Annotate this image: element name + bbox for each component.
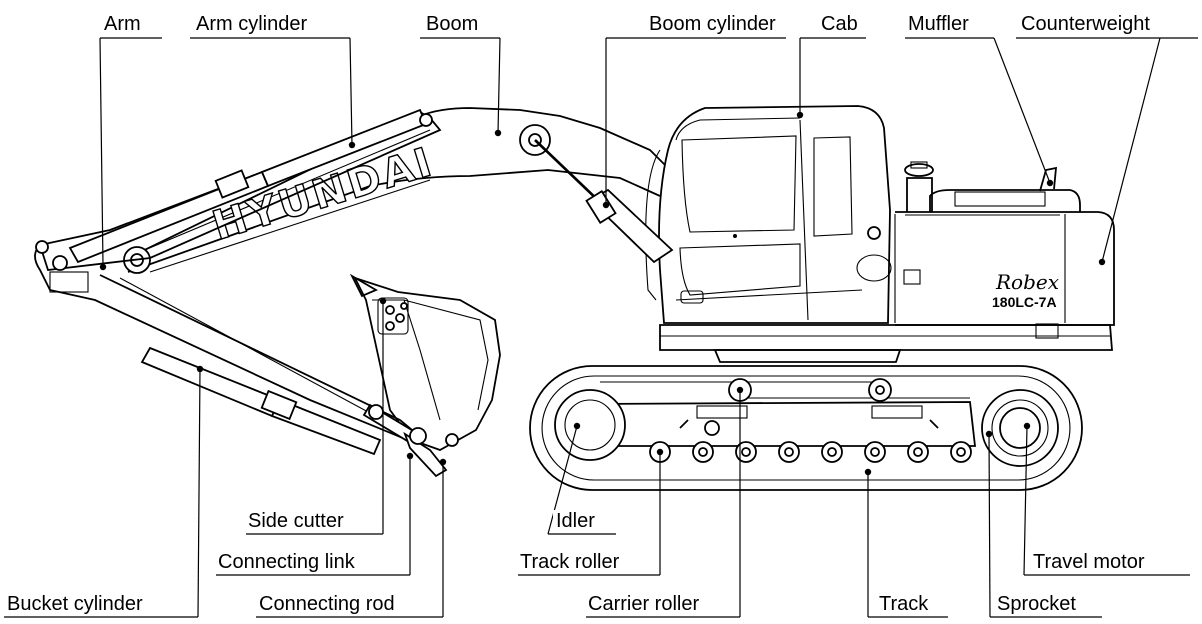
label-boom: Boom [423, 13, 482, 35]
label-arm-cylinder: Arm cylinder [193, 13, 311, 35]
cab [645, 105, 891, 324]
label-sprocket: Sprocket [994, 593, 1079, 615]
connecting-rod [403, 427, 459, 478]
label-boom-cylinder: Boom cylinder [646, 13, 779, 35]
leader-lines [4, 37, 1198, 618]
upper-structure: Robex 180LC-7A [645, 105, 1115, 363]
idler [554, 389, 626, 461]
label-connecting-link: Connecting link [215, 551, 358, 573]
label-counterweight: Counterweight [1018, 13, 1153, 35]
track-roller [649, 441, 972, 463]
label-bucket-cylinder: Bucket cylinder [4, 593, 146, 615]
bucket [349, 273, 501, 451]
label-track: Track [876, 593, 932, 615]
boom-cylinder [534, 139, 674, 264]
label-track-roller: Track roller [517, 551, 623, 573]
arm-cylinder [68, 108, 433, 264]
travel-motor [999, 407, 1041, 449]
model-script: Robex [995, 270, 1059, 294]
label-connecting-rod: Connecting rod [256, 593, 398, 615]
bucket-cylinder [140, 346, 382, 456]
label-carrier-roller: Carrier roller [585, 593, 703, 615]
model-number: 180LC-7A [992, 294, 1057, 310]
label-travel-motor: Travel motor [1030, 551, 1148, 573]
label-arm: Arm [101, 13, 144, 35]
radiator-grille [954, 191, 1046, 207]
label-cab: Cab [818, 13, 861, 35]
label-side-cutter: Side cutter [245, 510, 347, 532]
label-idler: Idler [553, 510, 598, 532]
label-muffler: Muffler [905, 13, 972, 35]
undercarriage [529, 365, 1083, 491]
